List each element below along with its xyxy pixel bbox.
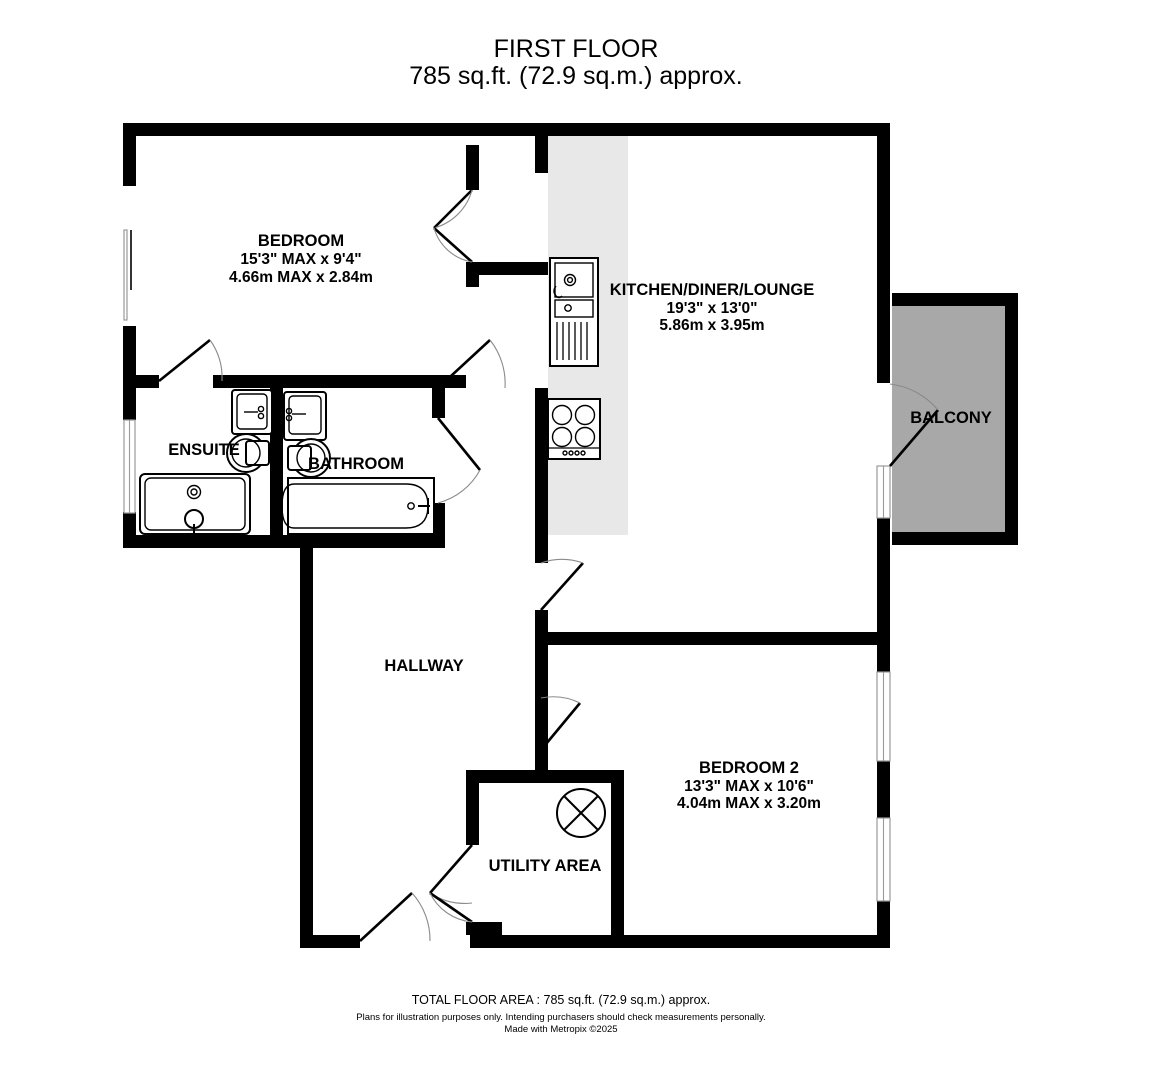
ensuite-wc-icon — [226, 433, 270, 473]
footer-block: TOTAL FLOOR AREA : 785 sq.ft. (72.9 sq.m… — [356, 993, 765, 1035]
wall-balcony-bottom — [892, 532, 1018, 545]
bathroom-name: BATHROOM — [308, 455, 404, 473]
label-bedroom2: BEDROOM 2 13'3" MAX x 10'6" 4.04m MAX x … — [677, 759, 821, 812]
wall-bed1-bottom — [213, 375, 466, 388]
balcony-shading — [892, 293, 1018, 545]
ensuite-shower-tray-icon — [139, 473, 251, 536]
wall-bottom-left-seg — [300, 935, 360, 948]
wall-bathroom-bottom — [283, 535, 445, 548]
wall-utility-right — [611, 770, 624, 948]
bathroom-bath-icon — [281, 477, 435, 535]
plan-title-block: FIRST FLOOR 785 sq.ft. (72.9 sq.m.) appr… — [409, 35, 743, 90]
wall-bed1-bottom-left-stub — [123, 375, 159, 388]
kitchen-hob-icon — [547, 398, 601, 460]
wall-bed1-door-jamb-upper — [466, 145, 479, 190]
footer-total-area: TOTAL FLOOR AREA : 785 sq.ft. (72.9 sq.m… — [412, 993, 711, 1007]
footer-disclaimer: Plans for illustration purposes only. In… — [356, 1012, 765, 1023]
wall-left-upper-stub — [123, 123, 136, 186]
bedroom1-dim-metric: 4.66m MAX x 2.84m — [229, 269, 373, 286]
wall-ensuite-bathroom-divider — [270, 375, 283, 548]
ensuite-basin-icon — [231, 389, 273, 435]
doors-group — [158, 189, 939, 942]
window-bedroom1-left — [123, 229, 128, 321]
kitchen-name: KITCHEN/DINER/LOUNGE — [610, 281, 814, 299]
wall-utility-left-upper — [466, 770, 479, 845]
shaded-areas — [548, 135, 1018, 545]
utility-name: UTILITY AREA — [489, 857, 602, 875]
door-kitchen-hall — [540, 558, 584, 611]
wall-hall-jamb-upper — [535, 610, 548, 638]
wall-kitchen-left-jamb — [535, 535, 548, 563]
bathroom-basin-icon — [283, 391, 327, 441]
wall-bed1-kitchen-return — [466, 262, 548, 275]
wall-right-balcony-lower — [877, 517, 890, 549]
label-bedroom1: BEDROOM 15'3" MAX x 9'4" 4.66m MAX x 2.8… — [229, 232, 373, 286]
bedroom1-name: BEDROOM — [258, 232, 344, 250]
door-entrance — [359, 892, 431, 942]
wall-right-upper — [877, 123, 890, 297]
wall-bedroom2-top — [535, 632, 890, 645]
wall-utility-top — [466, 770, 624, 783]
wall-balcony-top — [892, 293, 1018, 306]
wall-left-mid-block — [123, 326, 136, 420]
door-balcony-swing — [889, 383, 939, 467]
floor-area-subtitle: 785 sq.ft. (72.9 sq.m.) approx. — [409, 62, 743, 90]
wall-top-outer — [123, 123, 890, 136]
wall-ensuite-bottom — [123, 535, 303, 548]
wall-right-balcony-upper — [877, 293, 890, 383]
wall-utility-bottom-left — [466, 922, 502, 935]
ensuite-name: ENSUITE — [168, 441, 240, 459]
door-utility — [429, 844, 473, 924]
bedroom1-dim-imperial: 15'3" MAX x 9'4" — [240, 251, 361, 268]
kitchen-dim-imperial: 19'3" x 13'0" — [666, 300, 757, 317]
wall-balcony-right — [1005, 293, 1018, 545]
bedroom2-dim-imperial: 13'3" MAX x 10'6" — [684, 778, 814, 795]
footer-credit: Made with Metropix ©2025 — [504, 1024, 617, 1035]
bedroom2-dim-metric: 4.04m MAX x 3.20m — [677, 795, 821, 812]
door-hall-bedroom2 — [539, 696, 582, 751]
utility-appliance-icon — [556, 788, 606, 838]
wall-kitchen-left-lower — [535, 388, 548, 550]
door-bathroom-hall — [436, 417, 482, 504]
wall-hallway-left — [300, 548, 313, 948]
windows-group — [123, 229, 891, 902]
kitchen-sink-icon — [549, 257, 599, 367]
door-bedroom1 — [433, 189, 473, 263]
balcony-name: BALCONY — [910, 409, 992, 427]
kitchen-dim-metric: 5.86m x 3.95m — [659, 317, 764, 334]
bedroom2-name: BEDROOM 2 — [699, 759, 799, 777]
wall-right-pier — [877, 760, 890, 818]
door-ensuite — [158, 338, 223, 383]
label-kitchen: KITCHEN/DINER/LOUNGE 19'3" x 13'0" 5.86m… — [610, 281, 814, 334]
floor-title: FIRST FLOOR — [494, 35, 659, 63]
wall-right-mid — [877, 549, 890, 672]
wall-bottom-right-seg — [470, 935, 890, 948]
wall-bathroom-right-upper — [432, 388, 445, 418]
wall-bed1-kitchen-upper — [535, 123, 548, 173]
hallway-name: HALLWAY — [384, 657, 463, 675]
door-bathroom — [437, 339, 506, 389]
wall-bed1-door-jamb-lower — [466, 262, 479, 287]
walls-group — [123, 123, 1018, 948]
room-labels: BEDROOM 15'3" MAX x 9'4" 4.66m MAX x 2.8… — [168, 232, 992, 875]
